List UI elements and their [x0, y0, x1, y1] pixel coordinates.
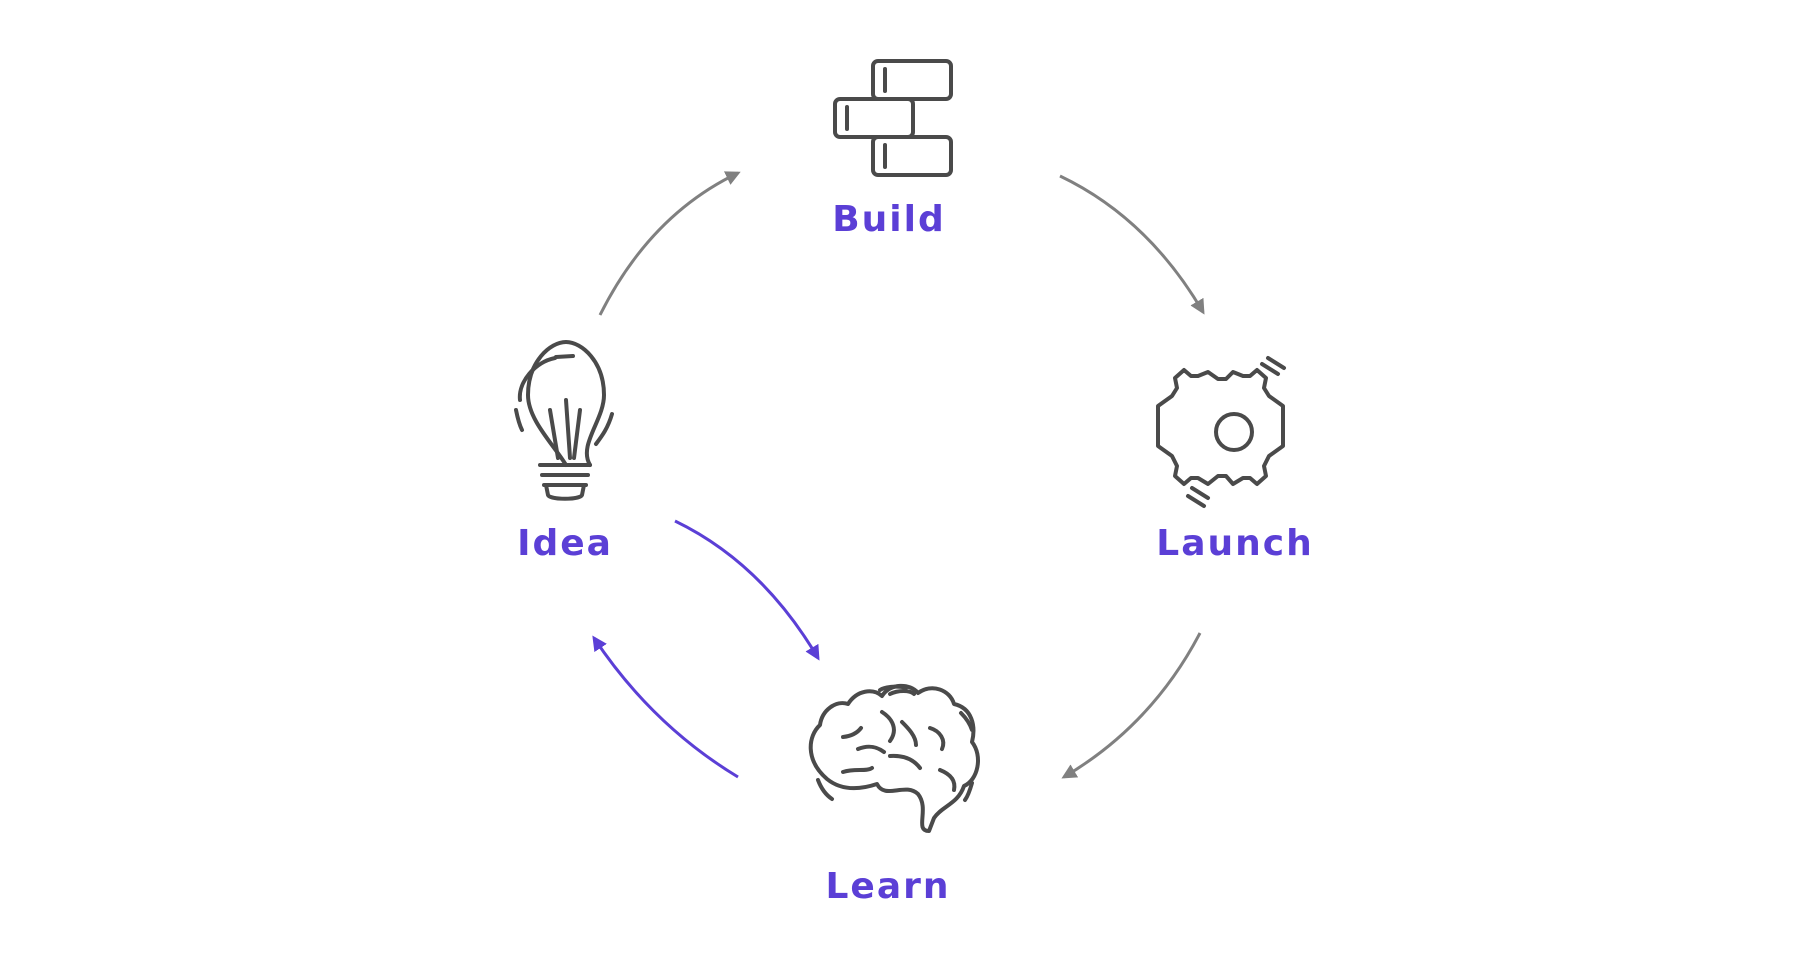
edge-learn-to-idea [592, 635, 739, 779]
gear-icon [1156, 356, 1286, 508]
node-label-build: Build [832, 199, 946, 240]
node-label-idea: Idea [517, 523, 613, 564]
node-label-learn: Learn [825, 866, 951, 907]
blocks-icon [833, 59, 953, 177]
edge-idea-to-build [598, 171, 741, 316]
edge-idea-to-learn [674, 519, 820, 661]
node-label-launch: Launch [1156, 523, 1314, 564]
lightbulb-icon [514, 340, 614, 501]
edge-launch-to-learn [1061, 632, 1202, 779]
edge-build-to-launch [1059, 174, 1205, 315]
brain-icon [808, 683, 980, 833]
